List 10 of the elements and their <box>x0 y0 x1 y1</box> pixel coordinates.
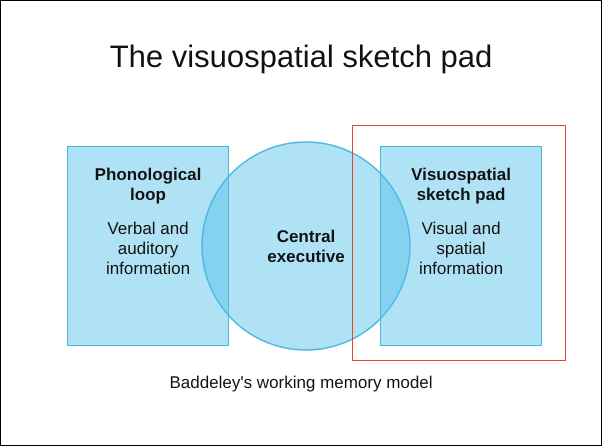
component-heading: Visuospatial sketch pad <box>410 165 512 205</box>
component-description: Visual and spatial information <box>418 219 504 279</box>
highlight-frame <box>352 125 566 361</box>
component-box <box>380 146 542 346</box>
component-box <box>67 146 229 346</box>
component-description: Verbal and auditory information <box>104 219 192 279</box>
component-heading: Central executive <box>266 227 346 267</box>
component-heading: Phonological loop <box>94 165 202 205</box>
slide-title: The visuospatial sketch pad <box>108 39 494 75</box>
diagram-caption: Baddeley's working memory model <box>168 373 434 393</box>
